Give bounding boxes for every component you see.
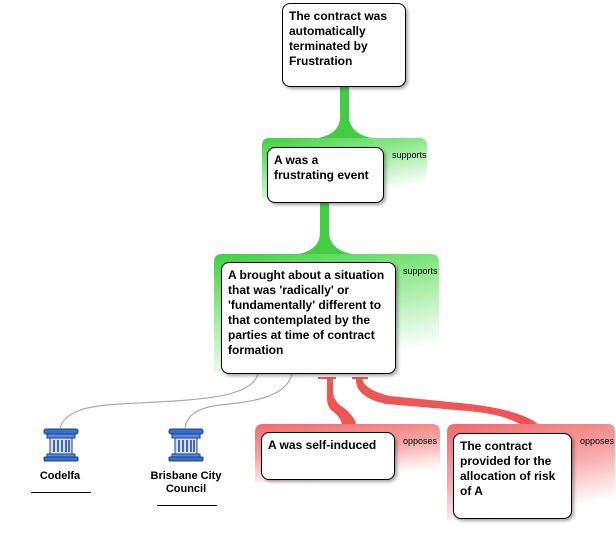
oppose-link-2 [356, 378, 538, 424]
premise-node-radically-different[interactable]: A brought about a situation that was 'ra… [221, 262, 396, 374]
source-label-codelfa[interactable]: Codelfa [39, 470, 81, 482]
objection-text: The contract provided for the allocation… [460, 439, 556, 498]
opposes-tag: opposes [580, 436, 615, 446]
premise-node-frustrating-event[interactable]: A was a frustrating event [267, 147, 384, 203]
premise-text: A brought about a situation that was 'ra… [228, 268, 385, 357]
source-link-codelfa [59, 373, 259, 429]
building-icon [168, 428, 204, 462]
premise-text: A was a frustrating event [274, 153, 369, 182]
conclusion-node[interactable]: The contract was automatically terminate… [282, 3, 406, 87]
source-underline [157, 505, 217, 506]
opposes-tag: opposes [403, 436, 438, 446]
source-label-brisbane-city-council[interactable]: Brisbane City Council [150, 470, 222, 495]
building-icon [43, 428, 79, 462]
source-underline [31, 492, 91, 493]
oppose-link-1 [326, 378, 356, 424]
objection-text: A was self-induced [268, 438, 377, 452]
source-icon-codelfa[interactable] [43, 428, 79, 467]
source-link-brisbane [184, 373, 293, 429]
support-link-2 [298, 203, 352, 254]
supports-tag: supports [403, 266, 438, 276]
supports-tag: supports [392, 150, 427, 160]
support-link-1 [318, 87, 372, 138]
objection-node-self-induced[interactable]: A was self-induced [261, 432, 395, 480]
conclusion-text: The contract was automatically terminate… [289, 9, 388, 68]
objection-node-risk-allocation[interactable]: The contract provided for the allocation… [453, 433, 572, 519]
source-icon-brisbane[interactable] [168, 428, 204, 467]
